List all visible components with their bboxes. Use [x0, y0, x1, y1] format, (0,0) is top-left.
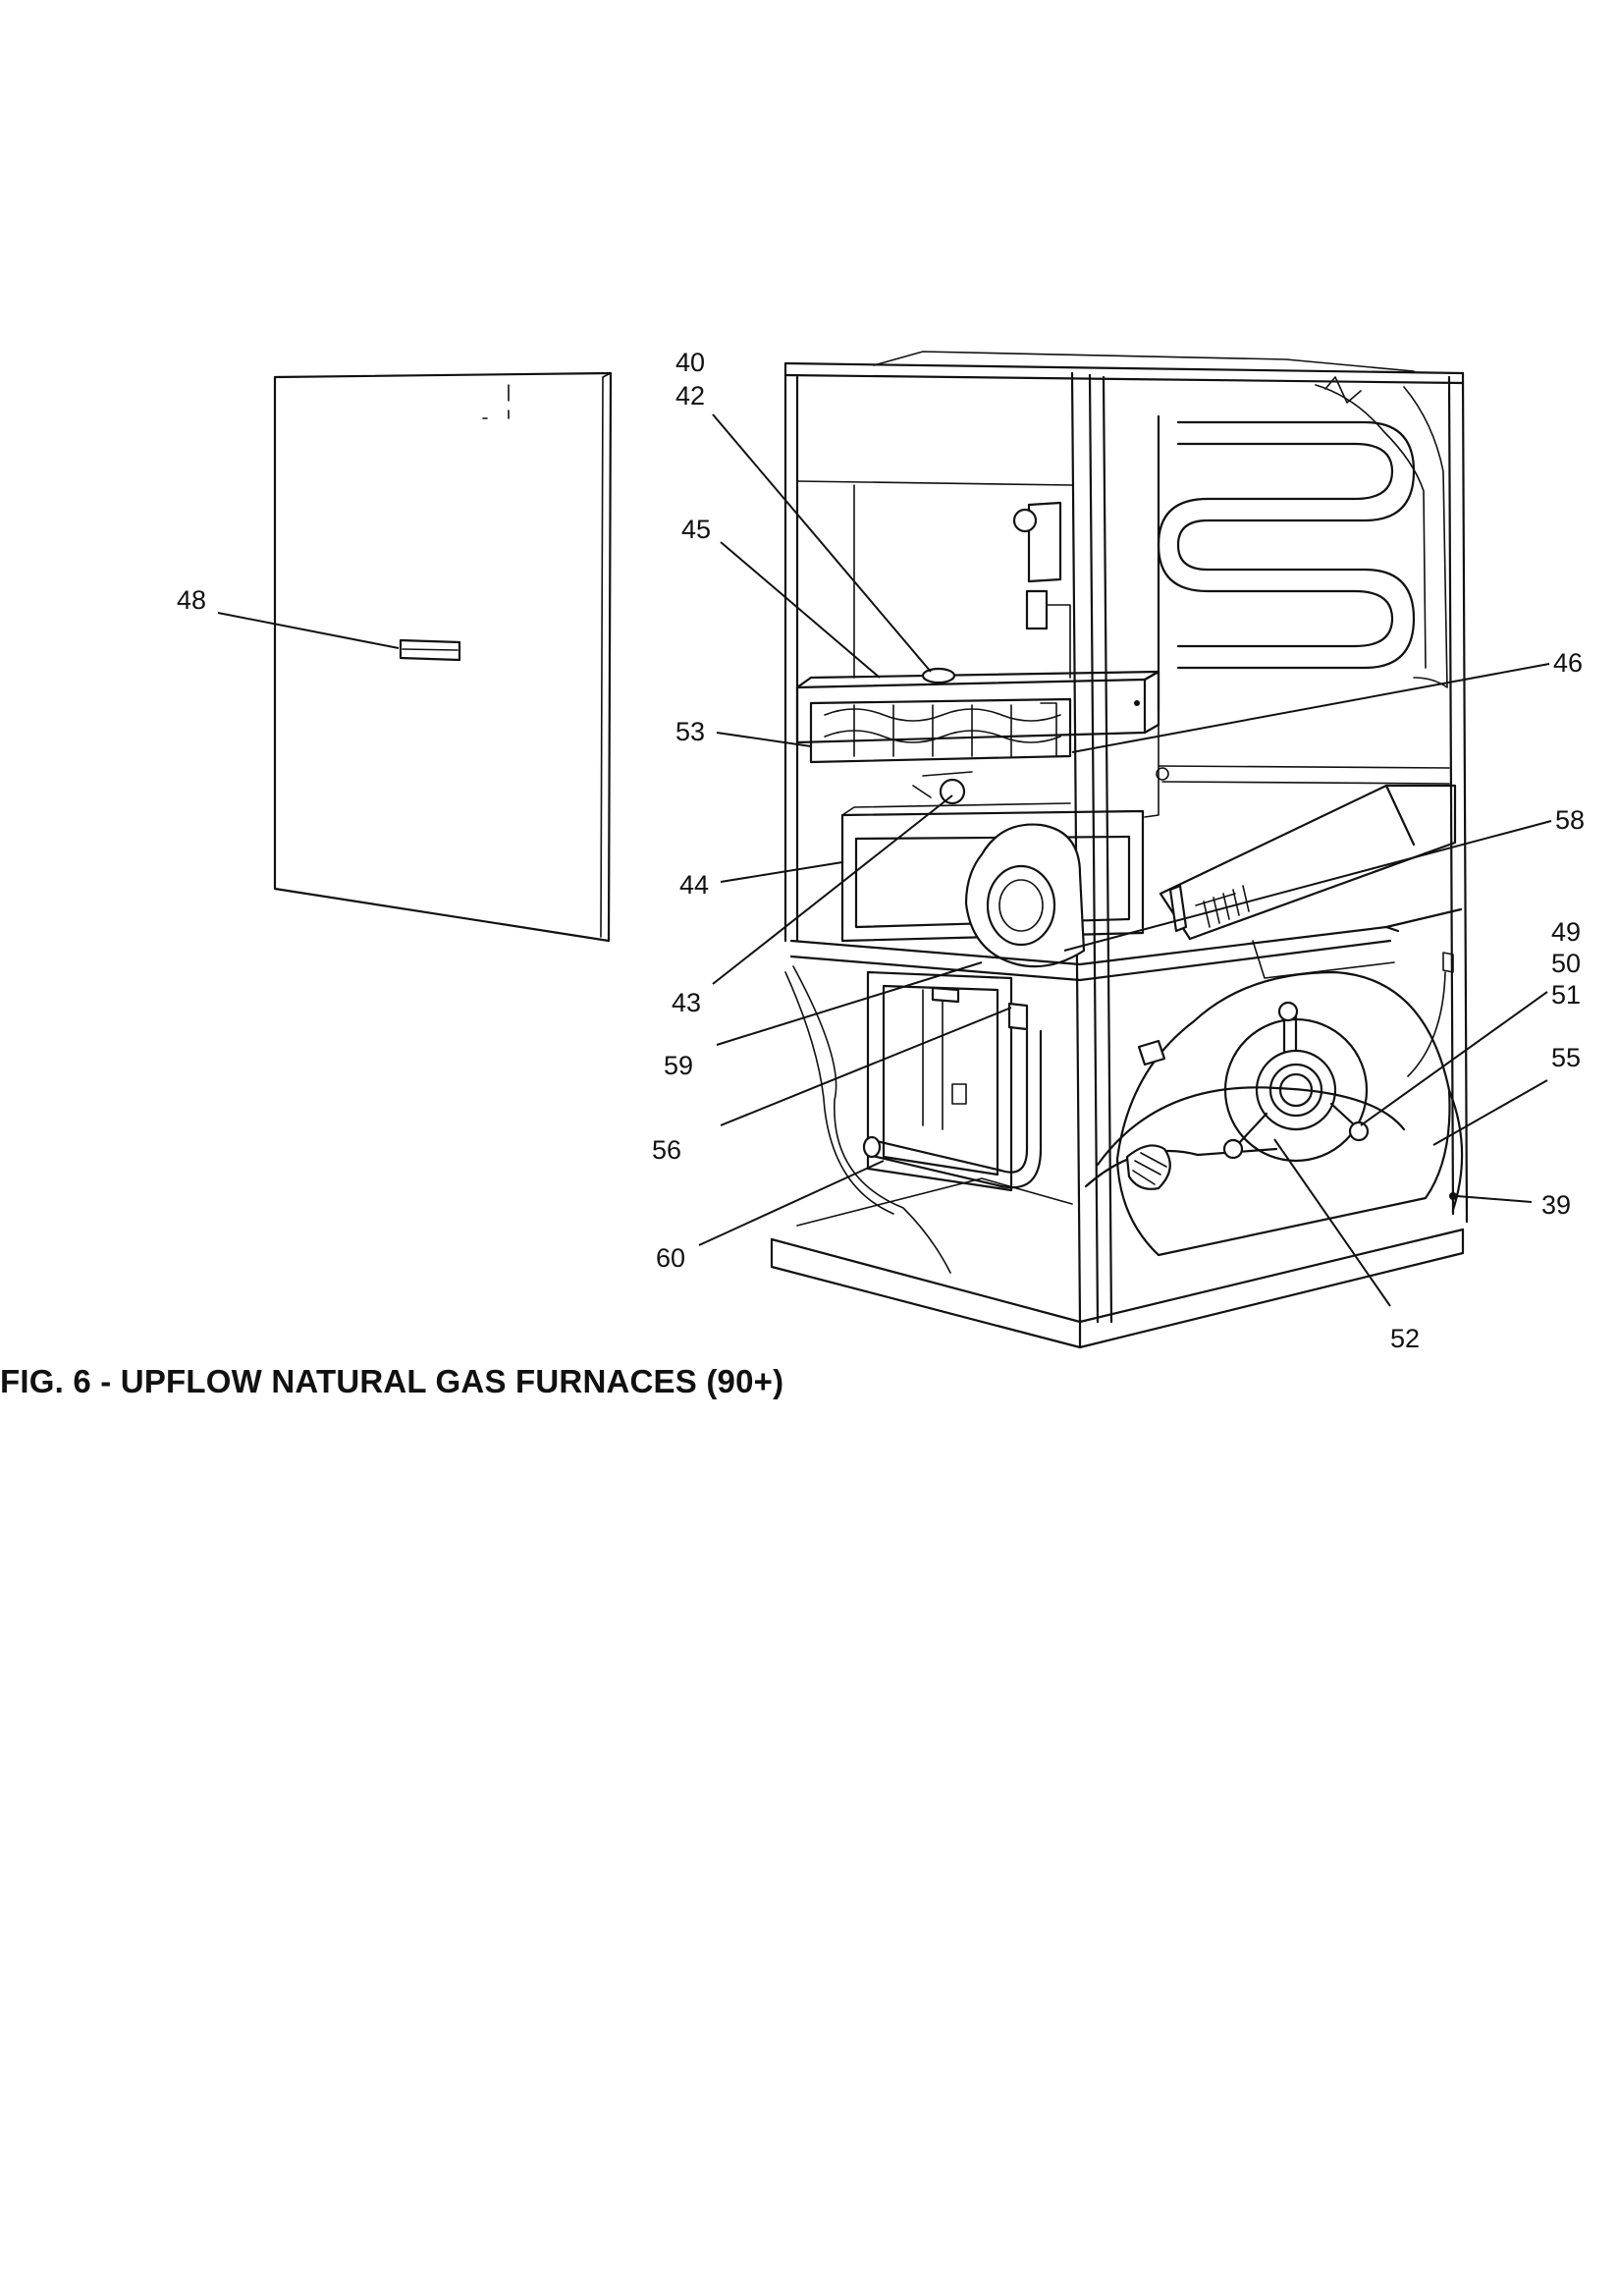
- door-panel: [273, 371, 613, 943]
- label-56: 56: [652, 1135, 681, 1165]
- callout-labels: 40 42 45 48 46 53 58 44 49 50 51 43 59 5…: [177, 348, 1585, 1353]
- burner-assembly: [795, 667, 1160, 818]
- leader-45: [720, 541, 881, 679]
- leader-53: [716, 732, 812, 747]
- label-50: 50: [1551, 949, 1581, 978]
- heat-exchanger: [1157, 376, 1448, 713]
- leader-58: [1063, 820, 1552, 952]
- leader-44: [720, 861, 843, 883]
- leader-48: [217, 612, 400, 649]
- label-46: 46: [1553, 648, 1583, 678]
- label-53: 53: [675, 717, 705, 746]
- label-55: 55: [1551, 1043, 1581, 1072]
- leader-56: [720, 1007, 1012, 1126]
- label-44: 44: [679, 870, 709, 900]
- label-49: 49: [1551, 917, 1581, 947]
- label-58: 58: [1555, 805, 1585, 835]
- label-60: 60: [656, 1243, 685, 1273]
- leader-43: [712, 794, 953, 985]
- label-39: 39: [1541, 1190, 1571, 1220]
- figure-caption: FIG. 6 - UPFLOW NATURAL GAS FURNACES (90…: [0, 1363, 784, 1399]
- label-48: 48: [177, 585, 206, 615]
- control-board: [866, 970, 1029, 1192]
- leader-59: [716, 961, 983, 1046]
- gas-pipe: [784, 965, 1043, 1274]
- label-59: 59: [664, 1051, 693, 1080]
- leader-lines: [217, 413, 1552, 1307]
- leader-55: [1432, 1079, 1548, 1146]
- label-45: 45: [681, 515, 711, 544]
- leader-46: [1071, 663, 1550, 753]
- label-40: 40: [675, 348, 705, 377]
- leader-40-42: [712, 413, 932, 673]
- label-51: 51: [1551, 980, 1581, 1010]
- label-43: 43: [672, 988, 701, 1017]
- blower-assembly: [1084, 952, 1464, 1257]
- label-42: 42: [675, 381, 705, 410]
- gas-valve: [1012, 501, 1071, 679]
- vent-pipe: [1159, 784, 1457, 941]
- igniter: [912, 771, 973, 805]
- leader-39: [1456, 1195, 1533, 1203]
- label-52: 52: [1390, 1324, 1420, 1353]
- leader-60: [698, 1160, 885, 1246]
- leader-51: [1360, 991, 1548, 1126]
- inducer-motor: [964, 823, 1086, 968]
- furnace-cabinet: [770, 351, 1469, 1349]
- blower-deck: [789, 765, 1463, 982]
- leader-52: [1273, 1138, 1391, 1307]
